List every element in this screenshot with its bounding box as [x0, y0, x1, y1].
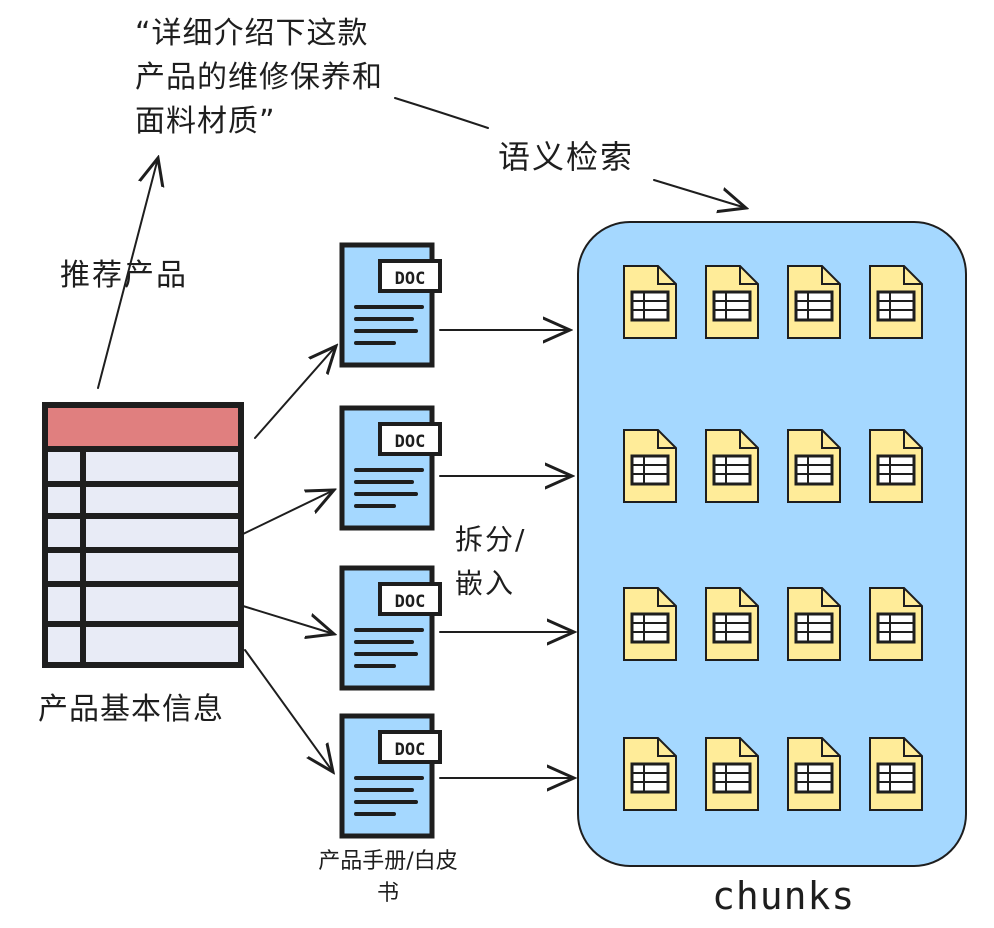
- doc-tag-box: [378, 259, 442, 293]
- chunk-table: [876, 454, 916, 486]
- doc-tag-box: [378, 582, 442, 616]
- chunk-table: [712, 454, 752, 486]
- doc-tag-box: [378, 730, 442, 764]
- product-info-table: [42, 402, 244, 668]
- chunks-label: chunks: [712, 874, 856, 918]
- chunk-fold: [739, 588, 758, 607]
- chunk-fold: [821, 738, 840, 757]
- chunk-file-icon: [623, 265, 677, 339]
- chunk-table: [712, 290, 752, 322]
- chunk-file-icon: [705, 587, 759, 661]
- arrow-table-to-doc-2: [242, 490, 334, 535]
- chunk-fold: [657, 588, 676, 607]
- chunk-fold: [739, 266, 758, 285]
- chunk-file-icon: [869, 587, 923, 661]
- chunk-table: [794, 612, 834, 644]
- arrow-query-to-store-head: [653, 179, 746, 208]
- arrow-table-to-doc-3: [242, 605, 334, 634]
- doc-tag-label: DOC: [395, 269, 426, 289]
- arrow-recommend: [97, 158, 158, 389]
- chunk-fold: [903, 266, 922, 285]
- split-embed-label: 拆分/嵌入: [455, 523, 527, 600]
- chunk-fold: [657, 430, 676, 449]
- chunk-table: [794, 454, 834, 486]
- chunk-file-icon: [869, 429, 923, 503]
- chunk-file-icon: [623, 429, 677, 503]
- chunk-file-icon: [787, 737, 841, 811]
- query-quote: “详细介绍下这款产品的维修保养和面料材质”: [135, 16, 383, 139]
- vector-store: [577, 221, 967, 867]
- document-3: DOC: [339, 565, 442, 691]
- document-1: DOC: [339, 242, 442, 368]
- chunk-table: [630, 762, 670, 794]
- manual-whitepaper-label: 产品手册/白皮书: [318, 849, 458, 906]
- chunk-file-icon: [869, 737, 923, 811]
- chunk-fold: [821, 430, 840, 449]
- chunk-fold: [821, 266, 840, 285]
- documents: DOC DOC DOC DOC: [339, 242, 442, 839]
- chunk-file-icon: [623, 737, 677, 811]
- chunk-file-icon: [787, 429, 841, 503]
- chunk-fold: [739, 430, 758, 449]
- chunk-fold: [657, 738, 676, 757]
- product-basic-info-label: 产品基本信息: [38, 692, 224, 727]
- chunk-table: [712, 612, 752, 644]
- chunk-fold: [903, 430, 922, 449]
- chunk-table: [876, 290, 916, 322]
- arrows: [97, 97, 746, 778]
- chunk-file-icon: [623, 587, 677, 661]
- table-header-row: [42, 402, 244, 452]
- arrow-table-to-doc-4: [244, 649, 333, 772]
- chunk-fold: [903, 588, 922, 607]
- arrow-table-to-doc-1: [254, 346, 336, 439]
- chunk-file-icon: [705, 429, 759, 503]
- chunk-table: [794, 290, 834, 322]
- chunk-file-icon: [869, 265, 923, 339]
- recommend-product-label: 推荐产品: [60, 258, 188, 293]
- chunk-file-icon: [787, 265, 841, 339]
- chunk-fold: [903, 738, 922, 757]
- arrow-query-to-store-tail: [394, 97, 489, 129]
- chunk-grid: [623, 265, 923, 811]
- chunk-file-icon: [787, 587, 841, 661]
- chunk-fold: [657, 266, 676, 285]
- chunk-table: [712, 762, 752, 794]
- chunk-table: [630, 454, 670, 486]
- document-4: DOC: [339, 713, 442, 839]
- doc-tag-box: [378, 422, 442, 456]
- chunk-file-icon: [705, 265, 759, 339]
- doc-tag-label: DOC: [395, 432, 426, 452]
- doc-tag-label: DOC: [395, 740, 426, 760]
- chunk-fold: [821, 588, 840, 607]
- chunk-table: [794, 762, 834, 794]
- chunk-table: [876, 612, 916, 644]
- document-2: DOC: [339, 405, 442, 531]
- chunk-fold: [739, 738, 758, 757]
- semantic-search-label: 语义检索: [498, 138, 635, 176]
- chunk-table: [876, 762, 916, 794]
- chunk-table: [630, 612, 670, 644]
- chunk-table: [630, 290, 670, 322]
- doc-tag-label: DOC: [395, 592, 426, 612]
- chunk-file-icon: [705, 737, 759, 811]
